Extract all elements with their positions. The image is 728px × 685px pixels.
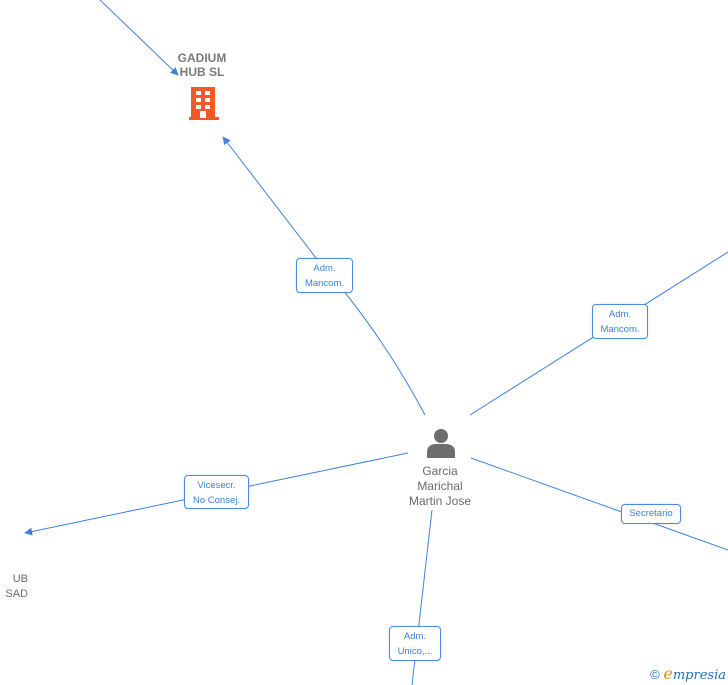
edge-label-line2: Unico,... <box>397 646 433 657</box>
company-node-left-partial[interactable]: UB SAD <box>0 572 28 602</box>
company-name-line2: HUB SL <box>179 65 225 79</box>
edge-label-secretario[interactable]: Secretario <box>621 504 681 524</box>
edge-label-line2: Mancom. <box>600 324 640 335</box>
edge-offscreen-to-gadium <box>99 0 179 76</box>
edge-label-line1: Adm. <box>313 263 336 274</box>
edge-label-line1: Adm. <box>608 309 632 320</box>
edge-label-line1: Secretario <box>629 508 673 519</box>
edge-label-line2: No Consej. <box>193 495 240 506</box>
company-name-line1: GADIUM <box>177 51 227 65</box>
company-left-line2: SAD <box>5 588 28 600</box>
brand-logo-initial: e <box>663 664 673 683</box>
edge-label-line1: Adm. <box>403 631 427 642</box>
brand-name: mpresia <box>672 668 726 683</box>
person-node-garcia-marichal[interactable]: Garcia Marichal Martin Jose <box>395 464 485 509</box>
person-name-line1: Garcia <box>422 464 458 478</box>
copyright-icon: © <box>650 667 660 682</box>
person-name-line3: Martin Jose <box>408 494 472 508</box>
edge-label-adm-mancom-top[interactable]: Adm. Mancom. <box>296 258 353 293</box>
edge-label-line1: Vicesecr. <box>197 480 236 491</box>
company-left-line1: UB <box>12 573 28 585</box>
empresia-watermark: © empresia <box>650 664 726 683</box>
edge-right-lower <box>470 457 728 551</box>
edge-label-vicesecr[interactable]: Vicesecr. No Consej. <box>184 475 249 509</box>
edge-label-adm-unico[interactable]: Adm. Unico,... <box>389 626 441 661</box>
building-icon[interactable] <box>189 87 219 120</box>
edge-label-adm-mancom-right[interactable]: Adm. Mancom. <box>592 304 648 339</box>
person-name-line2: Marichal <box>417 479 463 493</box>
person-icon[interactable] <box>427 429 455 458</box>
edge-label-line2: Mancom. <box>304 278 345 289</box>
company-node-gadium-hub[interactable]: GADIUM HUB SL <box>165 51 239 79</box>
